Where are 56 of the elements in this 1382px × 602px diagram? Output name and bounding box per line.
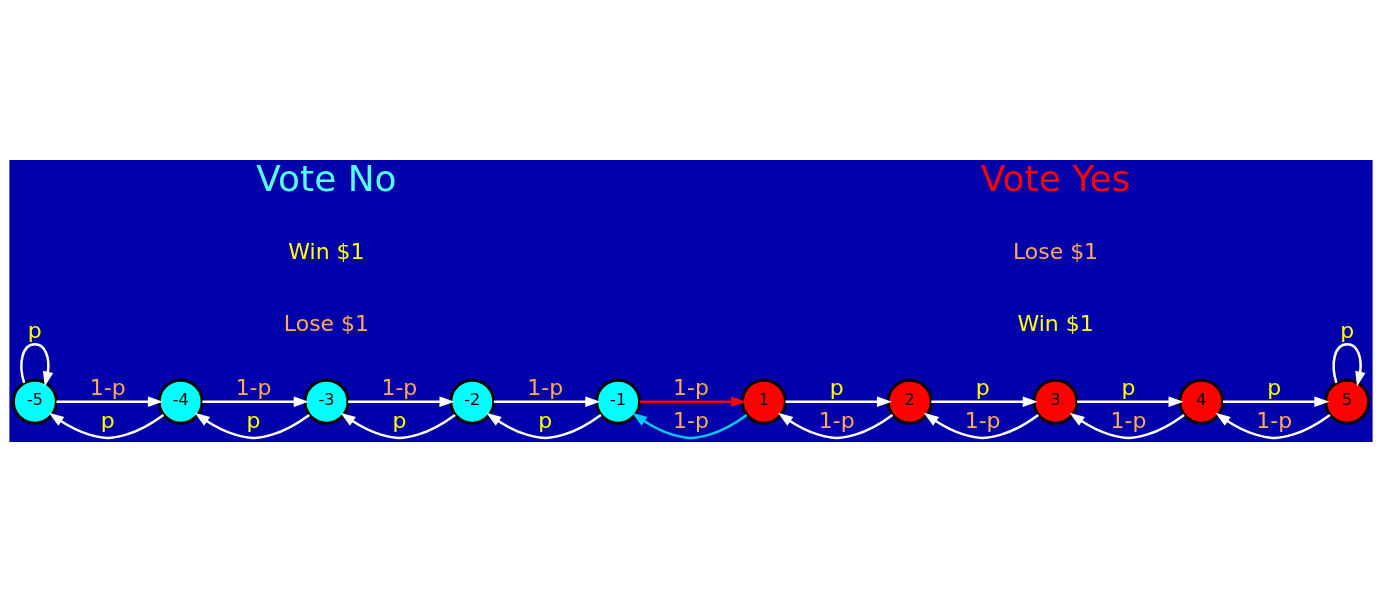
arrow <box>1332 343 1366 387</box>
arrow <box>931 396 1038 407</box>
label: Win $1 <box>288 239 365 265</box>
edge-label: 1-p <box>673 375 709 401</box>
node-circle: 3 <box>1032 378 1079 425</box>
label: Vote Yes <box>980 157 1131 199</box>
node-circle: 4 <box>1178 378 1225 425</box>
edge-label: p <box>246 408 261 434</box>
arrow <box>56 396 163 407</box>
label: Vote No <box>256 157 397 199</box>
edge-label: p <box>1121 375 1136 401</box>
arrow <box>493 396 601 407</box>
edge-label: p <box>538 408 553 434</box>
arrow <box>777 412 894 440</box>
edge-label: p <box>975 375 990 401</box>
node-circle: 1 <box>740 378 787 425</box>
arrow <box>1215 412 1331 440</box>
edge-label: 1-p <box>1256 408 1293 434</box>
node-circle: -3 <box>303 378 350 425</box>
arrow <box>202 396 309 407</box>
label: Lose $1 <box>1012 239 1099 265</box>
node-circle: 2 <box>886 378 933 425</box>
arrow <box>486 412 602 440</box>
edge-label: 1-p <box>235 375 272 401</box>
arrow <box>194 412 311 440</box>
label: Win $1 <box>1017 311 1094 337</box>
edge-label: p <box>100 408 115 434</box>
node-circle: 5 <box>1324 378 1371 425</box>
edge-label: p <box>1267 375 1282 401</box>
edge-label: p <box>392 408 407 434</box>
label: Lose $1 <box>283 311 370 337</box>
edge-label: p <box>27 317 42 343</box>
edge-label: 1-p <box>818 408 855 434</box>
edge-label: 1-p <box>527 375 564 401</box>
arrow <box>639 396 747 407</box>
arrow <box>632 412 748 440</box>
arrow <box>340 412 456 440</box>
node-circle: -5 <box>11 378 58 425</box>
arrow <box>48 412 165 440</box>
arrow <box>348 396 455 407</box>
edge-label: p <box>1340 317 1355 343</box>
arrow <box>1077 396 1184 407</box>
edge-label: 1-p <box>673 408 709 434</box>
edge-label: 1-p <box>381 375 418 401</box>
edge-label: 1-p <box>1110 408 1147 434</box>
node-circle: -2 <box>449 378 496 425</box>
arrow <box>1222 396 1330 407</box>
edge-label: 1-p <box>89 375 126 401</box>
arrow <box>20 343 54 387</box>
edge-label: p <box>829 375 844 401</box>
arrow <box>1069 412 1185 440</box>
arrow <box>923 412 1040 440</box>
edge-label: 1-p <box>964 408 1001 434</box>
arrow <box>785 396 892 407</box>
node-circle: -4 <box>157 378 204 425</box>
node-circle: -1 <box>595 378 642 425</box>
